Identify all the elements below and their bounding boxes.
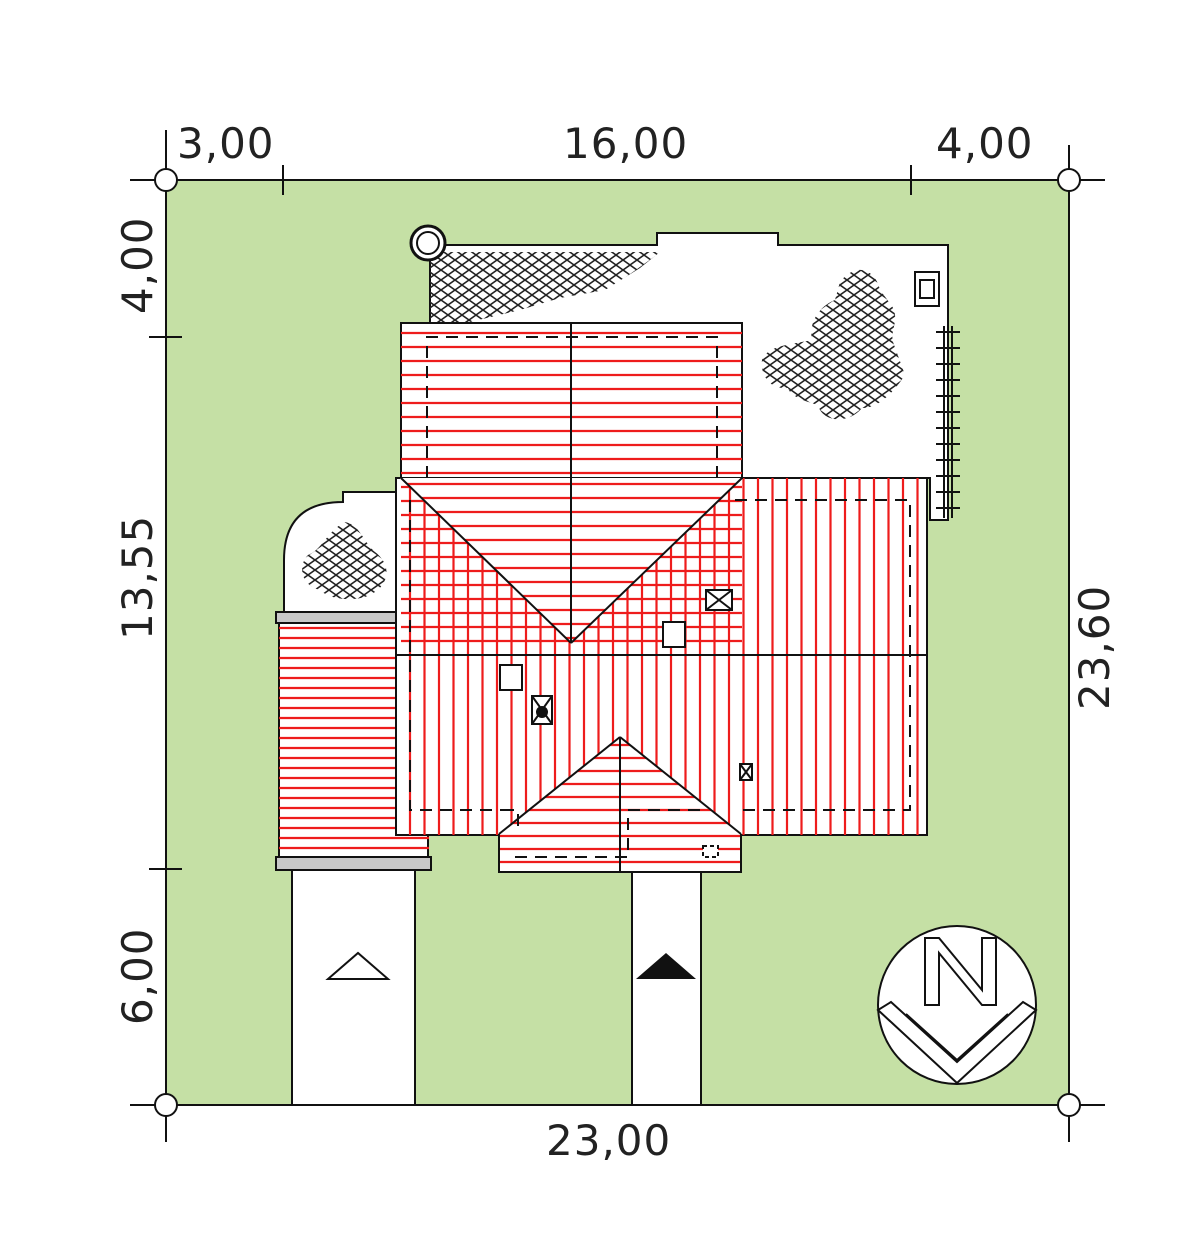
north-arrow-icon (876, 925, 1038, 1085)
dim-left-top: 4,00 (113, 216, 162, 314)
chimney-icon (531, 589, 753, 858)
dimension-lines (130, 130, 1105, 1142)
dim-top-left: 3,00 (177, 119, 275, 168)
main-entrance-marker (636, 953, 696, 979)
dimension-nodes (154, 168, 1081, 1117)
side-tree-hatch (302, 522, 387, 600)
dim-left-middle: 13,55 (113, 515, 162, 640)
dim-right: 23,60 (1070, 585, 1119, 710)
garage-entrance-marker (325, 951, 391, 980)
garage-driveway (291, 869, 416, 1106)
dim-bottom: 23,00 (546, 1116, 671, 1165)
entrance-path (631, 869, 702, 1106)
terrace-railing (936, 326, 960, 518)
terrace-tree-hatch (761, 269, 905, 420)
terrace-paving-hatch (430, 252, 660, 322)
roof-window-icon (499, 621, 686, 691)
dim-left-bottom: 6,00 (113, 927, 162, 1025)
roof-ridges (396, 323, 927, 872)
dim-top-middle: 16,00 (563, 119, 688, 168)
wall-outline (409, 336, 911, 858)
dim-top-right: 4,00 (936, 119, 1034, 168)
